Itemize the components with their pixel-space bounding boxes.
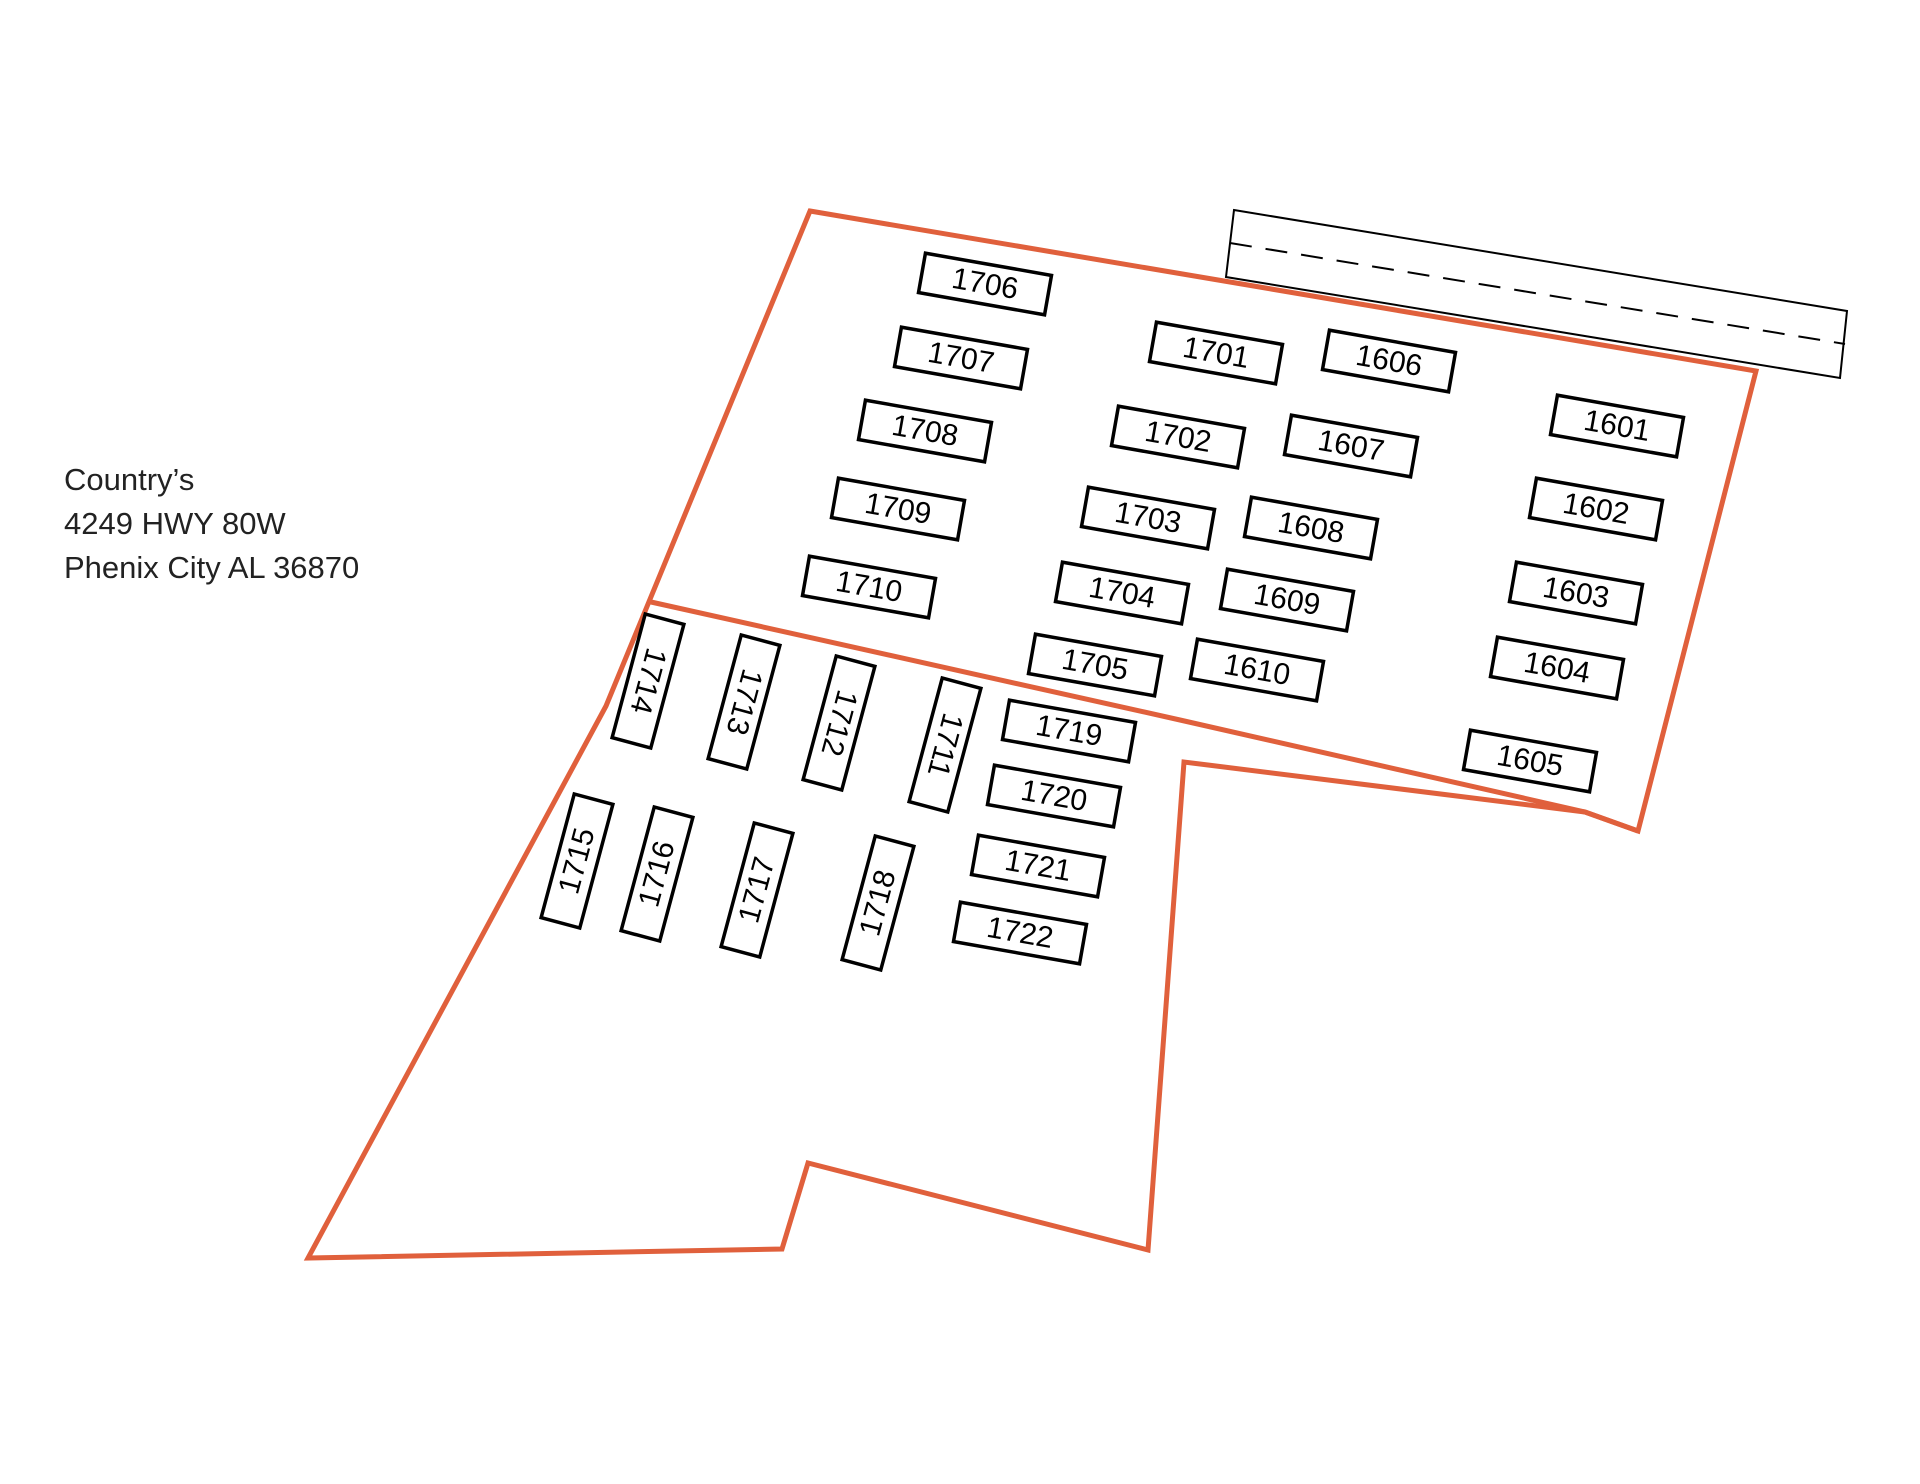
road bbox=[1224, 208, 1849, 380]
booth-1714: 1714 bbox=[609, 611, 687, 751]
booth-box bbox=[1218, 567, 1356, 633]
booth-box bbox=[985, 763, 1123, 829]
booth-box bbox=[800, 653, 878, 793]
street-address: 4249 HWY 80W bbox=[64, 506, 286, 541]
address-block: Country’s 4249 HWY 80W Phenix City AL 36… bbox=[64, 458, 359, 590]
booth-1716: 1716 bbox=[618, 804, 696, 944]
booth-1721: 1721 bbox=[969, 833, 1107, 899]
booth-box bbox=[856, 398, 994, 464]
booth-box bbox=[1053, 560, 1191, 626]
booth-box bbox=[718, 820, 796, 960]
booth-1603: 1603 bbox=[1507, 560, 1645, 626]
booth-1705: 1705 bbox=[1026, 632, 1164, 698]
booth-1711: 1711 bbox=[906, 675, 984, 815]
city-state-zip: Phenix City AL 36870 bbox=[64, 550, 360, 585]
venue-name: Country’s bbox=[64, 462, 195, 497]
booth-1710: 1710 bbox=[800, 554, 938, 620]
booth-box bbox=[969, 833, 1107, 899]
booth-box bbox=[1527, 476, 1665, 542]
booth-1702: 1702 bbox=[1109, 404, 1247, 470]
property-boundary bbox=[303, 208, 1760, 1261]
booth-box bbox=[800, 554, 938, 620]
booth-box bbox=[892, 325, 1030, 391]
booth-1701: 1701 bbox=[1147, 320, 1285, 386]
booth-box bbox=[951, 900, 1089, 966]
booth-box bbox=[839, 833, 917, 973]
booth-1715: 1715 bbox=[538, 791, 616, 931]
booth-1719: 1719 bbox=[1000, 698, 1138, 764]
booth-1606: 1606 bbox=[1320, 328, 1458, 394]
booth-box bbox=[538, 791, 616, 931]
booth-box bbox=[1147, 320, 1285, 386]
booth-box bbox=[1079, 485, 1217, 551]
booth-1604: 1604 bbox=[1488, 635, 1626, 701]
booth-1704: 1704 bbox=[1053, 560, 1191, 626]
booth-box bbox=[1282, 413, 1420, 479]
road-outline bbox=[1224, 208, 1849, 380]
booth-1717: 1717 bbox=[718, 820, 796, 960]
booth-box bbox=[609, 611, 687, 751]
booth-box bbox=[906, 675, 984, 815]
booth-1722: 1722 bbox=[951, 900, 1089, 966]
booth-1706: 1706 bbox=[916, 251, 1054, 317]
booth-box bbox=[705, 632, 783, 772]
booth-1608: 1608 bbox=[1242, 495, 1380, 561]
booth-box bbox=[1461, 728, 1599, 794]
booth-1708: 1708 bbox=[856, 398, 994, 464]
booth-1720: 1720 bbox=[985, 763, 1123, 829]
booth-1607: 1607 bbox=[1282, 413, 1420, 479]
booth-box bbox=[1488, 635, 1626, 701]
booth-box bbox=[1242, 495, 1380, 561]
booth-1605: 1605 bbox=[1461, 728, 1599, 794]
booth-1707: 1707 bbox=[892, 325, 1030, 391]
booth-number: 1711 bbox=[921, 710, 970, 781]
booth-1610: 1610 bbox=[1188, 637, 1326, 703]
booths-layer: 1706 1707 1708 1709 1710 1701 1702 1703 17041705… bbox=[538, 251, 1686, 973]
booth-box bbox=[1548, 393, 1686, 459]
booth-1709: 1709 bbox=[829, 476, 967, 542]
section-divider bbox=[650, 599, 1639, 834]
booth-1712: 1712 bbox=[800, 653, 878, 793]
booth-box bbox=[618, 804, 696, 944]
booth-box bbox=[1188, 637, 1326, 703]
booth-1703: 1703 bbox=[1079, 485, 1217, 551]
booth-1601: 1601 bbox=[1548, 393, 1686, 459]
booth-box bbox=[829, 476, 967, 542]
booth-1718: 1718 bbox=[839, 833, 917, 973]
road-centerline bbox=[1229, 242, 1846, 345]
booth-1713: 1713 bbox=[705, 632, 783, 772]
booth-1609: 1609 bbox=[1218, 567, 1356, 633]
booth-box bbox=[916, 251, 1054, 317]
booth-box bbox=[1026, 632, 1164, 698]
booth-box bbox=[1109, 404, 1247, 470]
booth-box bbox=[1000, 698, 1138, 764]
booth-box bbox=[1507, 560, 1645, 626]
booth-1602: 1602 bbox=[1527, 476, 1665, 542]
booth-box bbox=[1320, 328, 1458, 394]
